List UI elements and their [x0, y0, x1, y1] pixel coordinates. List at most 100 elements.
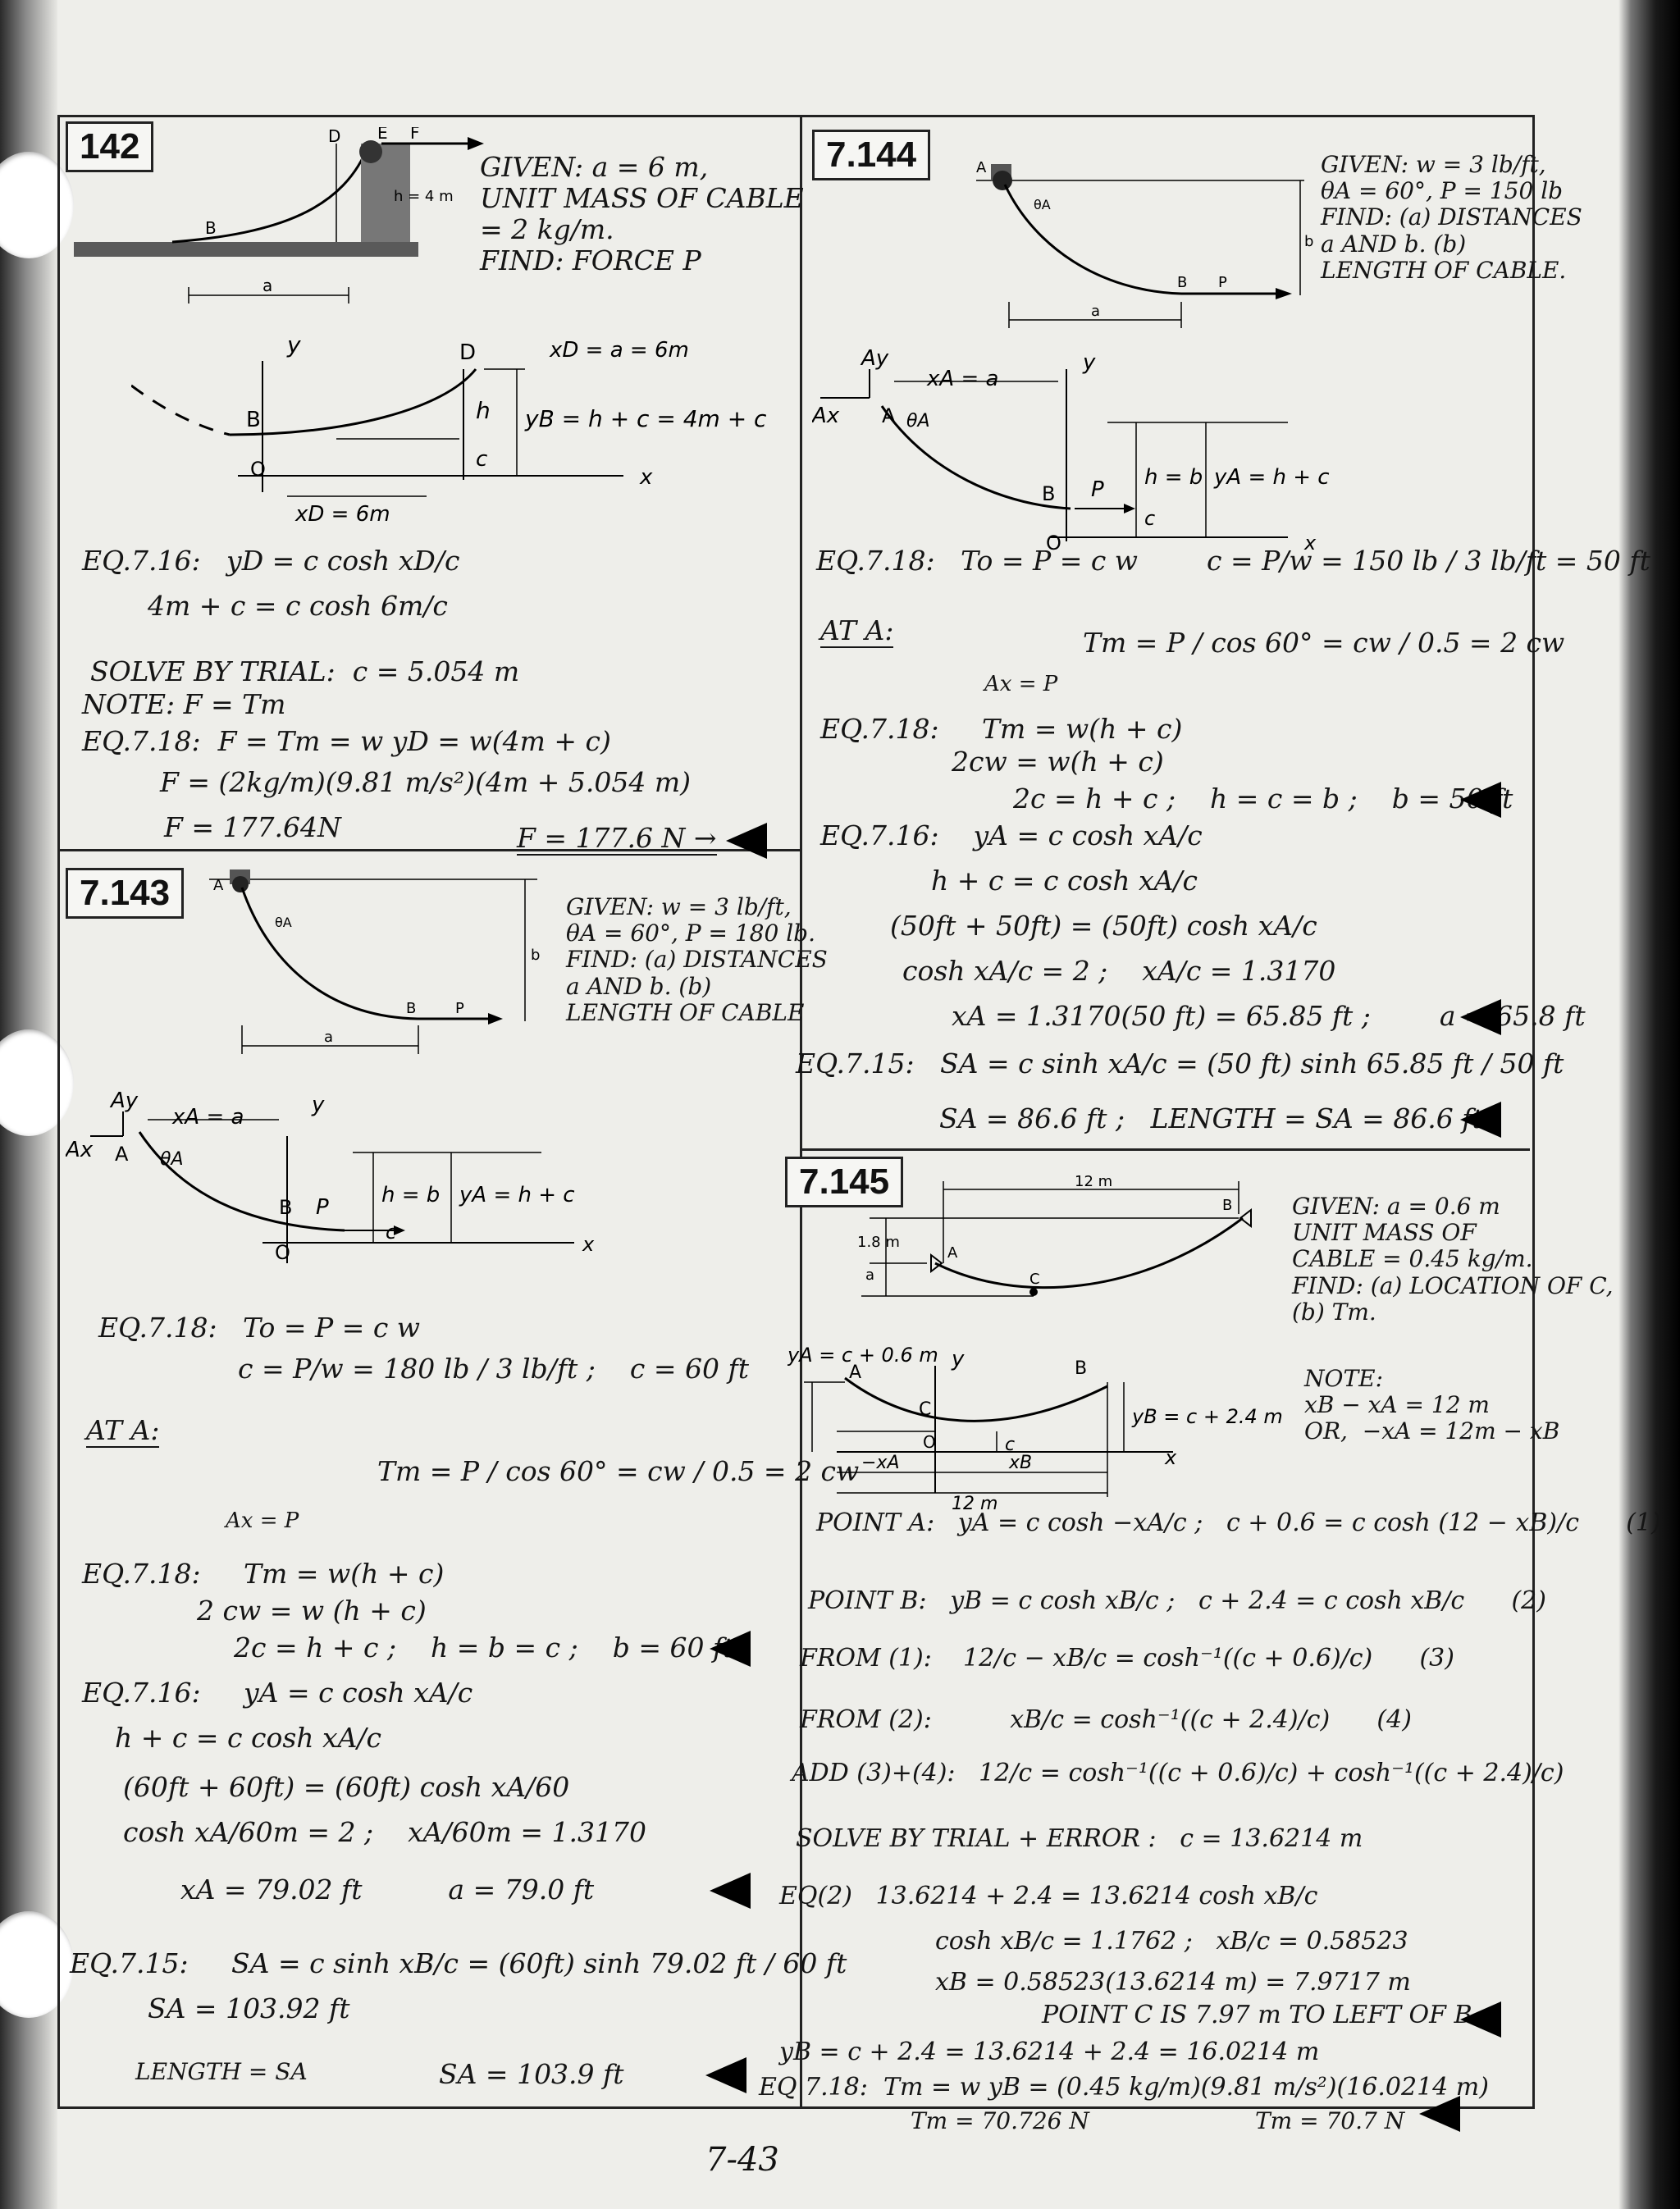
binder-hole-top — [0, 152, 74, 258]
p144-answer-length-marker — [1460, 1102, 1501, 1138]
svg-text:y: y — [951, 1347, 965, 1371]
svg-text:B: B — [279, 1196, 292, 1219]
svg-text:O: O — [923, 1432, 936, 1452]
svg-text:xD = 6m: xD = 6m — [294, 502, 390, 525]
p144-eq-line-3: Tm = P / cos 60° = cw / 0.5 = 2 cw — [1083, 627, 1565, 659]
p143-answer-a-marker — [710, 1873, 751, 1909]
p144-cable-diagram: Ay xA = a y Ax A θA B P h = b yA = h + c… — [812, 349, 1330, 554]
svg-text:b: b — [531, 947, 540, 964]
fig142-label-E: E — [377, 127, 388, 143]
p142-eq-line-1: EQ.7.16: yD = c cosh xD/c — [82, 545, 460, 577]
divider-142-143 — [57, 849, 802, 851]
svg-text:P: P — [316, 1195, 329, 1220]
p143-eq-line-17: SA = 103.9 ft — [439, 2058, 624, 2090]
p145-eq-line-5: ADD (3)+(4): 12/c = cosh⁻¹((c + 0.6)/c) … — [792, 1759, 1564, 1787]
p145-answer-b-marker — [1419, 2096, 1460, 2132]
svg-text:A: A — [213, 877, 224, 894]
p145-eq-line-1: POINT A: yA = c cosh −xA/c ; c + 0.6 = c… — [816, 1508, 1661, 1537]
svg-text:Ax: Ax — [812, 404, 840, 428]
problem-number-145: 7.145 — [785, 1157, 904, 1208]
p143-eq-line-3: AT A: — [86, 1414, 160, 1448]
p143-answer-length-marker — [705, 2057, 746, 2093]
page-number: 7-43 — [705, 2141, 779, 2179]
p142-eq-line-4: NOTE: F = Tm — [82, 688, 286, 720]
problem-143-figure: A θA B P b a — [209, 869, 540, 1054]
svg-text:12 m: 12 m — [1075, 1173, 1112, 1190]
svg-text:A: A — [849, 1362, 861, 1383]
svg-text:A: A — [882, 404, 896, 427]
p142-eq-line-5: EQ.7.18: F = Tm = w yD = w(4m + c) — [82, 725, 611, 757]
svg-text:θA: θA — [160, 1149, 184, 1170]
svg-text:C: C — [1029, 1271, 1040, 1288]
p145-eq-line-12: EQ 7.18: Tm = w yB = (0.45 kg/m)(9.81 m/… — [759, 2073, 1489, 2102]
p144-answer-b-marker — [1460, 782, 1501, 818]
p145-eq-line-14: Tm = 70.7 N — [1255, 2107, 1405, 2134]
p144-given: GIVEN: w = 3 lb/ft, θA = 60°, P = 150 lb… — [1321, 151, 1582, 284]
p144-eq-line-6: 2cw = w(h + c) — [952, 746, 1164, 778]
svg-text:c: c — [1005, 1435, 1015, 1455]
p144-eq-line-7: 2c = h + c ; h = c = b ; b = 50 ft — [1013, 783, 1513, 815]
svg-text:y: y — [286, 336, 301, 358]
p145-eq-line-4: FROM (2): xB/c = cosh⁻¹((c + 2.4)/c) (4) — [800, 1705, 1412, 1734]
p143-eq-line-1: EQ.7.18: To = P = c w — [98, 1312, 421, 1344]
problem-142-figure: D E F h = 4 m B a — [74, 127, 484, 304]
problem-145-figure: 12 m 1.8 m a A B C — [857, 1173, 1252, 1297]
p142-cable-diagram: y D B O h c x xD = 6m yB = h + c = 4m + … — [131, 336, 767, 525]
svg-text:A: A — [976, 159, 987, 176]
p143-eq-line-16: LENGTH = SA — [135, 2058, 308, 2085]
p145-eq-line-13: Tm = 70.726 N — [911, 2107, 1089, 2134]
svg-text:x: x — [1303, 532, 1317, 554]
svg-text:B: B — [246, 408, 261, 432]
svg-text:yA = h + c: yA = h + c — [1213, 465, 1330, 490]
p145-given: GIVEN: a = 0.6 m UNIT MASS OF CABLE = 0.… — [1292, 1193, 1614, 1326]
svg-text:x: x — [1164, 1446, 1177, 1469]
svg-text:B: B — [406, 1000, 416, 1017]
p144-eq-line-4: Ax = P — [984, 672, 1058, 696]
svg-text:a: a — [1091, 303, 1100, 320]
p143-eq-line-15: SA = 103.92 ft — [148, 1992, 350, 2024]
svg-text:h: h — [476, 397, 491, 424]
p143-eq-line-6: EQ.7.18: Tm = w(h + c) — [82, 1558, 445, 1590]
p142-answer: F = 177.6 N → — [517, 822, 717, 856]
binder-hole-middle — [0, 1029, 74, 1136]
svg-text:c: c — [1144, 507, 1155, 530]
p143-eq-line-11: (60ft + 60ft) = (60ft) cosh xA/60 — [123, 1771, 570, 1803]
svg-text:B: B — [1075, 1358, 1087, 1379]
svg-text:1.8 m: 1.8 m — [857, 1234, 900, 1251]
p142-answer-marker — [726, 823, 767, 859]
svg-text:yB = h + c = 4m + c: yB = h + c = 4m + c — [524, 405, 767, 432]
svg-text:B: B — [1042, 482, 1055, 505]
p145-eq-line-3: FROM (1): 12/c − xB/c = cosh⁻¹((c + 0.6)… — [800, 1644, 1454, 1673]
svg-text:Ay: Ay — [860, 349, 889, 371]
fig142-label-D: D — [328, 127, 340, 146]
svg-text:θA: θA — [275, 915, 292, 930]
p143-eq-line-2: c = P/w = 180 lb / 3 lb/ft ; c = 60 ft — [238, 1353, 749, 1385]
p144-eq-line-9: h + c = c cosh xA/c — [931, 865, 1198, 897]
svg-text:P: P — [1218, 274, 1227, 291]
p143-eq-line-14: EQ.7.15: SA = c sinh xB/c = (60ft) sinh … — [70, 1947, 847, 1979]
svg-text:−xA: −xA — [861, 1453, 900, 1473]
p144-eq-line-2: AT A: — [820, 614, 894, 648]
solution-sheet-border — [57, 115, 1535, 2109]
svg-text:xB: xB — [1008, 1453, 1032, 1473]
p145-eq-line-11: yB = c + 2.4 = 13.6214 + 2.4 = 16.0214 m — [779, 2038, 1320, 2066]
p143-eq-line-7: 2 cw = w (h + c) — [197, 1595, 427, 1627]
svg-text:B: B — [1222, 1197, 1232, 1214]
p145-answer-a-marker — [1460, 2001, 1501, 2038]
p145-eq-line-7: EQ(2) 13.6214 + 2.4 = 13.6214 cosh xB/c — [779, 1882, 1318, 1910]
svg-text:x: x — [639, 465, 653, 490]
p143-eq-line-4: Tm = P / cos 60° = cw / 0.5 = 2 cw — [377, 1455, 860, 1487]
p144-eq-line-12: xA = 1.3170(50 ft) = 65.85 ft ; a = 65.8… — [952, 1000, 1586, 1032]
p144-answer-a-marker — [1460, 999, 1501, 1035]
svg-text:c: c — [386, 1221, 396, 1244]
p143-eq-line-8: 2c = h + c ; h = b = c ; b = 60 ft — [234, 1632, 734, 1664]
binder-hole-bottom — [0, 1911, 74, 2018]
p144-eq-line-11: cosh xA/c = 2 ; xA/c = 1.3170 — [902, 955, 1336, 987]
p144-eq-line-14: SA = 86.6 ft ; LENGTH = SA = 86.6 ft — [939, 1102, 1483, 1134]
p145-eq-line-8: cosh xB/c = 1.1762 ; xB/c = 0.58523 — [935, 1927, 1408, 1956]
p143-eq-line-12: cosh xA/60m = 2 ; xA/60m = 1.3170 — [123, 1816, 647, 1848]
problem-number-142: 142 — [66, 121, 154, 173]
problem-number-144: 7.144 — [812, 130, 931, 181]
p142-eq-line-7: F = 177.64N — [164, 811, 341, 843]
p144-eq-line-10: (50ft + 50ft) = (50ft) cosh xA/c — [890, 910, 1317, 942]
